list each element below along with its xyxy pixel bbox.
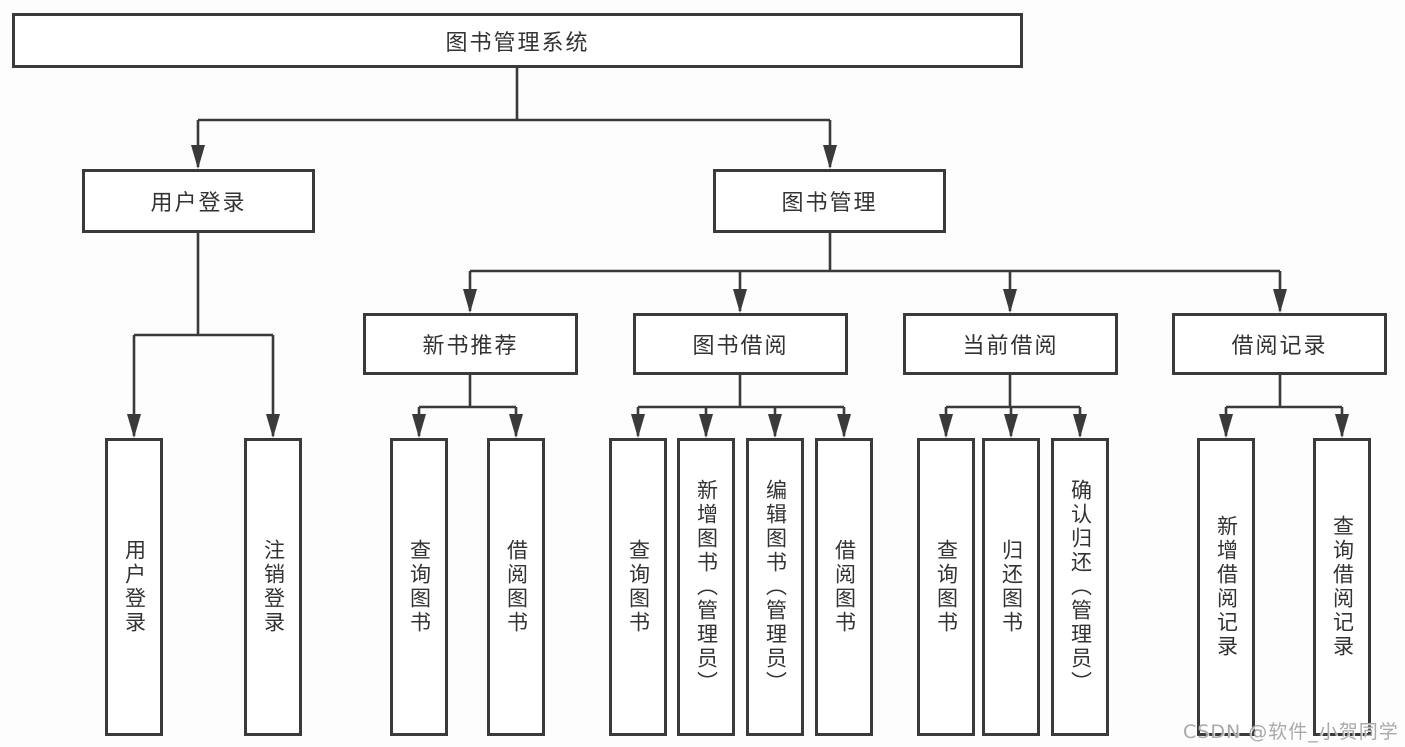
node-label: 归还图书: [999, 539, 1024, 635]
leaf-query-books-current: 查询图书: [917, 438, 975, 736]
node-book-borrow: 图书借阅: [633, 313, 848, 375]
leaf-logout: 注销登录: [244, 438, 302, 736]
node-label: 用户登录: [122, 539, 147, 635]
node-library-management-system: 图书管理系统: [12, 13, 1023, 68]
node-label: 新增图书（管理员）: [694, 479, 719, 695]
leaf-edit-book-admin: 编辑图书（管理员）: [746, 438, 804, 736]
node-label: 编辑图书（管理员）: [763, 479, 788, 695]
leaf-user-login: 用户登录: [105, 438, 163, 736]
node-label: 查询图书: [626, 539, 651, 635]
node-label: 图书管理: [781, 191, 878, 216]
leaf-borrow-books: 借阅图书: [815, 438, 873, 736]
node-label: 确认归还（管理员）: [1068, 479, 1093, 695]
node-book-management: 图书管理: [713, 169, 946, 233]
node-label: 查询借阅记录: [1330, 515, 1355, 659]
node-user-login: 用户登录: [82, 169, 315, 233]
node-label: 借阅记录: [1231, 334, 1328, 359]
leaf-query-borrow-record: 查询借阅记录: [1313, 438, 1371, 736]
node-label: 图书管理系统: [445, 30, 590, 56]
leaf-query-books-recommend: 查询图书: [390, 438, 448, 736]
leaf-add-book-admin: 新增图书（管理员）: [677, 438, 735, 736]
node-label: 借阅图书: [832, 539, 857, 635]
leaf-add-borrow-record: 新增借阅记录: [1197, 438, 1255, 736]
node-label: 新增借阅记录: [1214, 515, 1239, 659]
node-new-book-recommend: 新书推荐: [363, 313, 578, 375]
csdn-watermark: CSDN @软件_小贺同学: [1183, 721, 1399, 743]
node-label: 图书借阅: [692, 334, 789, 359]
leaf-return-books: 归还图书: [982, 438, 1040, 736]
node-label: 借阅图书: [504, 539, 529, 635]
node-borrow-records: 借阅记录: [1172, 313, 1387, 375]
node-label: 查询图书: [934, 539, 959, 635]
node-label: 用户登录: [150, 191, 247, 216]
node-current-borrow: 当前借阅: [903, 313, 1118, 375]
node-label: 新书推荐: [422, 334, 519, 359]
node-label: 当前借阅: [962, 334, 1059, 359]
leaf-confirm-return-admin: 确认归还（管理员）: [1051, 438, 1109, 736]
node-label: 查询图书: [407, 539, 432, 635]
leaf-borrow-books-recommend: 借阅图书: [487, 438, 545, 736]
leaf-query-books-borrow: 查询图书: [609, 438, 667, 736]
node-label: 注销登录: [261, 539, 286, 635]
